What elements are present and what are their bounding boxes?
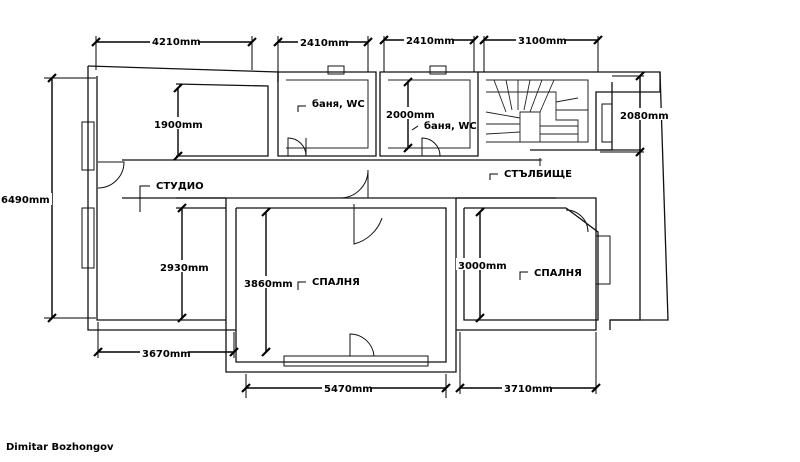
walls <box>87 65 669 373</box>
bath2-wall <box>379 71 479 157</box>
door-bedroom1-balcony <box>349 333 375 357</box>
bath2-inner-wall <box>388 79 471 149</box>
bedroom1-inner-wall <box>235 207 447 363</box>
room-label-bedroom1: СПАЛНЯ <box>312 277 360 288</box>
dim-label-left-total: 6490mm <box>1 195 50 206</box>
stair-outline <box>486 91 579 143</box>
window-bath2 <box>429 65 447 75</box>
room-labels: баня, WC баня, WC СТУДИО СТЪЛБИЩЕ СПАЛНЯ… <box>139 98 582 290</box>
room-label-bath1: баня, WC <box>312 98 365 110</box>
door-stairs <box>526 158 542 166</box>
bath1-inner-wall <box>286 79 369 149</box>
room-label-bath2: баня, WC <box>424 120 477 132</box>
dim-label-bottom-bedroom1: 5470mm <box>324 384 373 395</box>
room-label-bedroom2: СПАЛНЯ <box>534 268 582 279</box>
room-label-studio: СТУДИО <box>156 181 204 192</box>
dim-label-studio-lower: 2930mm <box>160 263 209 274</box>
bath1-wall <box>277 71 377 157</box>
stair-inner-wall <box>486 79 589 143</box>
door-bedroom2 <box>565 209 589 233</box>
door-corridor-end <box>339 169 369 199</box>
dim-label-top-left: 4210mm <box>152 37 201 48</box>
windows <box>81 65 613 367</box>
kitchen-niche-wall <box>175 83 269 157</box>
window-bedroom2 <box>595 235 611 285</box>
door-bedroom1 <box>353 204 383 245</box>
dim-label-bottom-bedroom2: 3710mm <box>504 384 553 395</box>
window-bath1 <box>327 65 345 75</box>
outer-wall-top-left <box>87 65 279 82</box>
studio-notch-wall <box>176 197 226 209</box>
dim-label-studio-kitchen: 1900mm <box>154 120 203 131</box>
stair-steps <box>485 79 588 135</box>
door-bath1 <box>287 137 307 157</box>
window-right-top <box>601 103 613 143</box>
stair-wall <box>478 71 661 151</box>
doors <box>97 137 589 357</box>
outer-wall-left <box>87 66 236 331</box>
door-studio-entrance <box>97 161 125 189</box>
outer-wall-left-inner <box>96 76 226 321</box>
window-bedroom1-bottom <box>283 355 429 367</box>
room-label-stairs: СТЪЛБИЩЕ <box>504 169 572 180</box>
watermark: Dimitar Bozhongov <box>6 442 114 453</box>
bedroom2-inner-wall <box>463 207 599 321</box>
staircase <box>485 79 588 143</box>
right-wing-wall <box>600 149 641 330</box>
dim-label-top-bath2: 2410mm <box>406 36 455 47</box>
window-studio-left-bottom <box>81 207 95 269</box>
dimension-labels: 4210mm 2410mm 2410mm 3100mm 6490mm 1900m… <box>0 33 669 395</box>
door-bath2 <box>421 137 441 157</box>
bedroom1-wall <box>225 198 457 373</box>
dimension-lines <box>44 35 645 398</box>
watermark-text: Dimitar Bozhongov <box>6 442 114 453</box>
dim-label-right-top: 2080mm <box>620 111 669 122</box>
dim-label-bedroom1-height: 3860mm <box>244 279 293 290</box>
dim-label-top-bath1: 2410mm <box>300 38 349 49</box>
dim-label-bottom-studio: 3670mm <box>142 349 191 360</box>
window-studio-left-top <box>81 121 95 171</box>
dim-label-bath2-height: 2000mm <box>386 110 435 121</box>
dim-label-bedroom2-height: 3000mm <box>458 261 507 272</box>
dim-label-top-stairs: 3100mm <box>518 36 567 47</box>
